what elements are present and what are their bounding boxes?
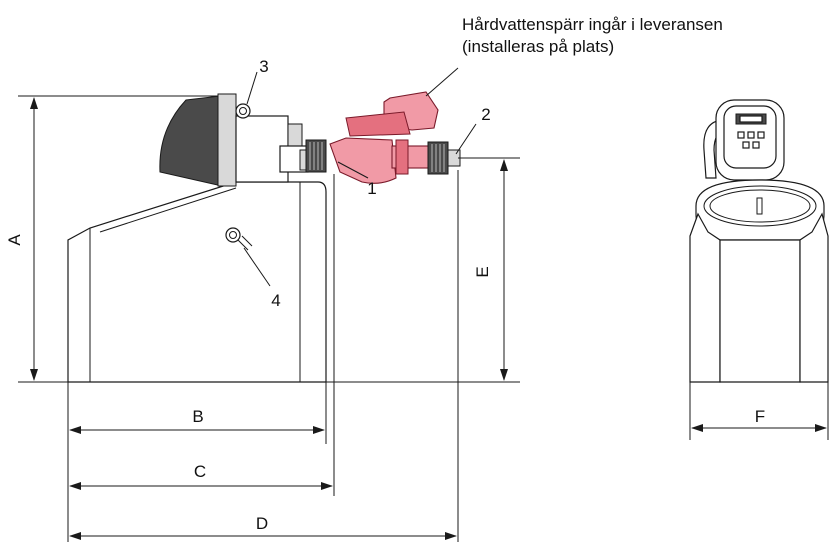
side-view — [67, 93, 327, 383]
callout-2: 2 — [481, 105, 490, 124]
callout-3: 3 — [259, 57, 268, 76]
dim-label-e: E — [473, 266, 492, 277]
outlet-nut — [427, 141, 449, 175]
keypad — [737, 131, 765, 149]
dim-label-a: A — [5, 234, 24, 246]
dim-label-c: C — [194, 462, 206, 481]
port-4 — [225, 227, 241, 243]
salt-lid — [695, 179, 825, 241]
front-view — [689, 99, 829, 383]
port-3 — [235, 103, 251, 119]
cabinet-body — [67, 181, 327, 383]
callouts: 3 2 1 4 — [243, 57, 491, 310]
salt-tank-body — [689, 212, 721, 383]
dim-label-f: F — [755, 407, 765, 426]
dimension-lines: A E B C D — [5, 97, 508, 540]
hard-water-lock — [329, 91, 461, 184]
note-line-2: (installeras på plats) — [462, 37, 615, 56]
valve-body — [235, 115, 289, 183]
note-line-1: Hårdvattenspärr ingår i leveransen — [462, 15, 723, 34]
note-text: Hårdvattenspärr ingår i leveransen (inst… — [462, 14, 723, 58]
valve-cover — [159, 95, 223, 187]
dim-label-d: D — [256, 514, 268, 533]
callout-1: 1 — [367, 179, 376, 198]
inlet-nut — [305, 139, 327, 173]
dimension-f: F — [689, 382, 829, 440]
callout-4: 4 — [271, 291, 280, 310]
extension-lines — [18, 95, 520, 542]
dim-label-b: B — [192, 407, 203, 426]
valve-flange — [217, 93, 237, 187]
